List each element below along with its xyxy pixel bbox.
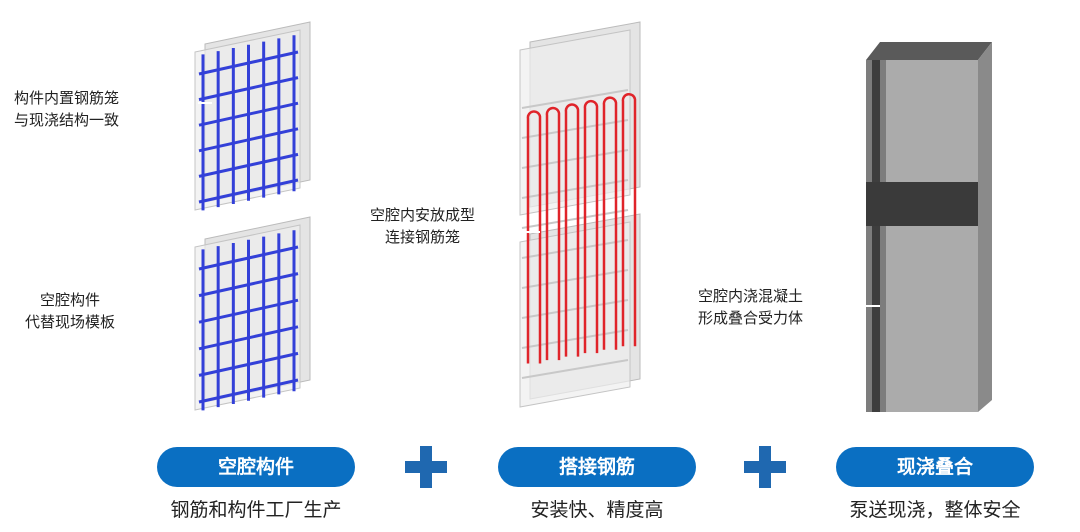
rebar-horizontal: [198, 50, 299, 76]
step-pill-hollow-member: 空腔构件: [157, 447, 355, 487]
step-pill-cast-in-place: 现浇叠合: [836, 447, 1034, 487]
rebar-loop-red: [583, 99, 599, 354]
annotation-line: 形成叠合受力体: [698, 309, 804, 327]
annotation-line: 空腔内浇混凝土: [698, 287, 804, 305]
rebar-horizontal-gray: [521, 359, 629, 379]
annotation-line: 构件内置钢筋笼: [14, 89, 120, 107]
rebar-horizontal: [198, 325, 299, 351]
annotation-line: 连接钢筋笼: [385, 228, 461, 246]
annotation-middle: 空腔内安放成型 连接钢筋笼: [370, 204, 475, 248]
annotation-cage-bottom: 空腔构件 代替现场模板: [25, 289, 115, 333]
rebar-loop-red: [545, 106, 561, 361]
annotation-line: 空腔内安放成型: [370, 206, 476, 224]
rebar-horizontal: [198, 272, 299, 298]
step-caption: 钢筋和构件工厂生产: [170, 499, 342, 521]
annotation-right: 空腔内浇混凝土 形成叠合受力体: [698, 285, 803, 329]
rebar-horizontal: [198, 152, 299, 178]
annotation-line: 与现浇结构一致: [14, 111, 120, 129]
rebar-loop-red: [526, 110, 542, 364]
rebar-loop-red: [621, 93, 637, 347]
rebar-horizontal: [198, 178, 299, 204]
annotation-cage-top: 构件内置钢筋笼 与现浇结构一致: [14, 87, 119, 131]
step-caption: 泵送现浇，整体安全: [849, 499, 1021, 521]
annotation-line: 代替现场模板: [25, 313, 116, 331]
rebar-horizontal: [198, 127, 299, 153]
plus-icon: [405, 446, 447, 488]
plus-icon: [744, 446, 786, 488]
rebar-horizontal: [198, 298, 299, 324]
rebar-horizontal: [198, 351, 299, 377]
rebar-loop-red: [602, 96, 618, 350]
wall-top: [866, 42, 992, 60]
wall-cavity-stripe: [872, 60, 880, 412]
wall-edge: [978, 42, 992, 412]
rebar-horizontal: [198, 101, 299, 127]
step-caption: 安装快、精度高: [530, 499, 664, 521]
rebar-horizontal-gray: [521, 89, 629, 109]
step-pill-lap-rebar: 搭接钢筋: [498, 447, 696, 487]
rebar-horizontal: [198, 378, 299, 404]
rebar-horizontal: [198, 76, 299, 102]
rebar-horizontal: [198, 245, 299, 271]
rebar-loop-red: [564, 103, 580, 357]
wall-cast-band: [866, 182, 990, 226]
annotation-line: 空腔构件: [40, 291, 101, 309]
